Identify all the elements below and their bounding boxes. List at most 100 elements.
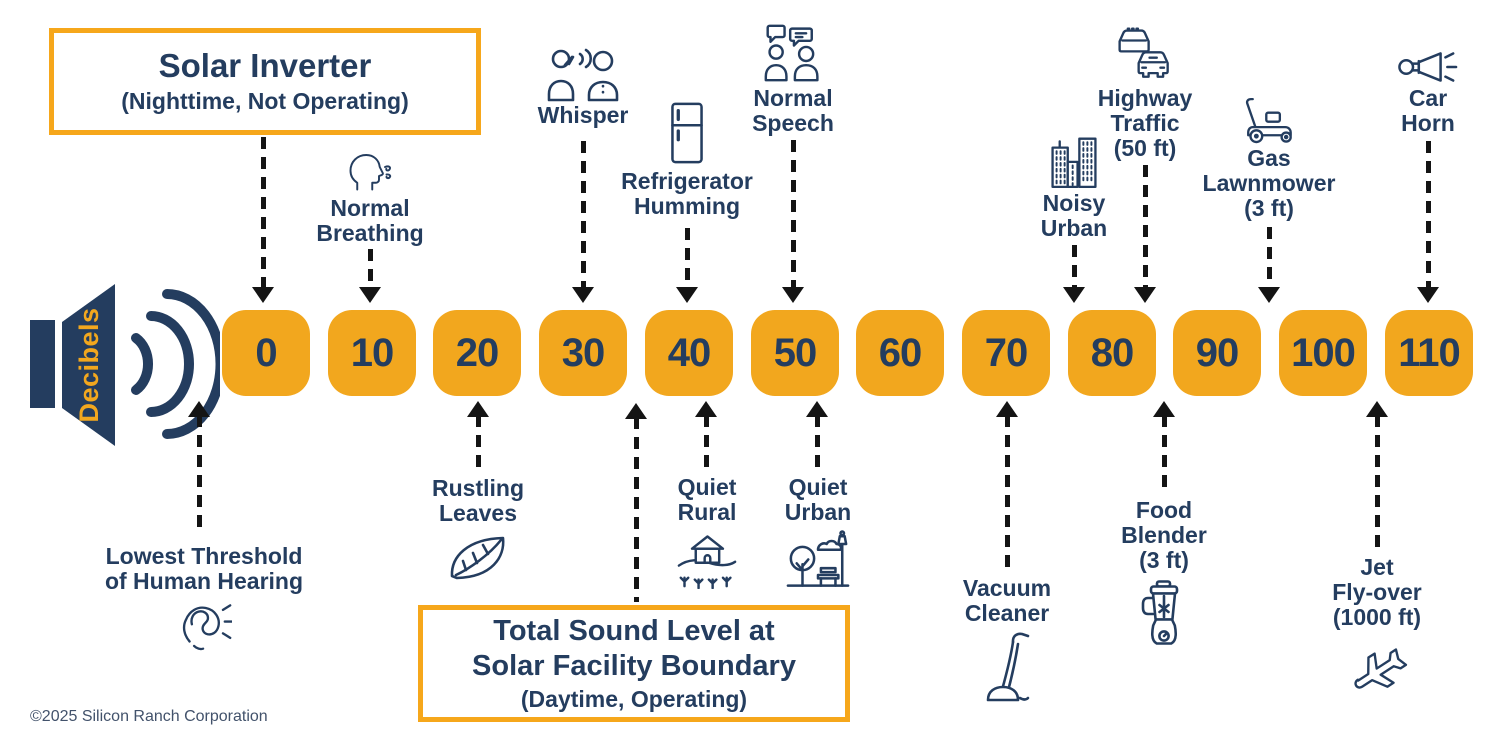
label-line: Gas <box>1247 145 1291 171</box>
normal-speech-arrow <box>782 140 804 303</box>
lowest-threshold-arrow <box>188 401 210 533</box>
label-line: Fly-over <box>1332 579 1422 605</box>
label-line: Vacuum <box>962 575 1052 601</box>
decibel-box-60: 60 <box>856 310 944 396</box>
label-line: Rustling <box>432 475 524 501</box>
noisy-urban-arrow <box>1063 245 1085 303</box>
decibel-value: 100 <box>1291 330 1356 375</box>
decibel-value: 50 <box>773 330 817 375</box>
label-line: Urban <box>1040 215 1108 241</box>
decibel-box-80: 80 <box>1068 310 1156 396</box>
decibel-box-70: 70 <box>962 310 1050 396</box>
decibel-box-90: 90 <box>1173 310 1261 396</box>
urban-park-icon <box>786 529 850 588</box>
decibel-value: 90 <box>1195 330 1239 375</box>
label-line: of Human Hearing <box>104 568 304 594</box>
decibel-value: 60 <box>878 330 922 375</box>
decibel-box-110: 110 <box>1385 310 1473 396</box>
solar-inverter-subtitle: (Nighttime, Not Operating) <box>121 87 409 114</box>
whisper-arrow <box>572 141 594 303</box>
car-horn-arrow <box>1417 141 1439 303</box>
label-line: Breathing <box>316 220 424 246</box>
label-line: Lowest Threshold <box>105 543 303 569</box>
decibel-speaker <box>25 278 226 450</box>
decibel-box-0: 0 <box>222 310 310 396</box>
breathing-face-icon <box>346 144 394 196</box>
label-line: Blender <box>1121 522 1207 548</box>
label-line: Jet <box>1360 554 1394 580</box>
decibels-label: Decibels <box>74 307 104 423</box>
gas-lawnmower-arrow <box>1258 227 1280 303</box>
label-line: Horn <box>1401 110 1455 136</box>
label-line: Quiet <box>788 474 848 500</box>
rural-house-icon <box>677 529 737 589</box>
decibel-box-30: 30 <box>539 310 627 396</box>
solar-inverter-callout: Solar Inverter (Nighttime, Not Operating… <box>49 28 481 135</box>
label-line: Humming <box>633 193 741 219</box>
label-line: Noisy <box>1042 190 1106 216</box>
label-line: (3 ft) <box>1244 195 1294 221</box>
solar-inverter-title: Solar Inverter <box>158 46 372 84</box>
label-line: (50 ft) <box>1113 135 1177 161</box>
label-line: Lawnmower <box>1202 170 1336 196</box>
label-line: (1000 ft) <box>1332 604 1422 630</box>
decibel-value: 10 <box>350 330 394 375</box>
label-line: Leaves <box>438 500 517 526</box>
label-line: Whisper <box>537 102 629 128</box>
decibel-value: 70 <box>984 330 1028 375</box>
decibel-value: 20 <box>455 330 499 375</box>
speaker-icon <box>30 284 226 446</box>
decibel-box-20: 20 <box>433 310 521 396</box>
total-sound-callout: Total Sound Level at Solar Facility Boun… <box>418 605 850 722</box>
quiet-rural-arrow <box>695 401 717 471</box>
jet-flyover-arrow <box>1366 401 1388 549</box>
label-line: Highway <box>1097 85 1193 111</box>
normal-breathing-arrow <box>359 249 381 303</box>
label-line: (3 ft) <box>1139 547 1189 573</box>
decibel-box-50: 50 <box>751 310 839 396</box>
refrigerator-humming-arrow <box>676 228 698 303</box>
label-line: Refrigerator <box>621 168 753 194</box>
leaf-icon <box>445 529 511 583</box>
lawnmower-icon <box>1241 94 1297 144</box>
whisper-people-icon <box>545 46 621 102</box>
label-line: Normal <box>753 85 833 111</box>
food-blender-arrow <box>1153 401 1175 493</box>
solar-inverter-arrow <box>252 137 274 303</box>
label-line: Traffic <box>1110 110 1180 136</box>
label-line: Quiet <box>677 474 737 500</box>
vacuum-cleaner-arrow <box>996 401 1018 571</box>
label-line: Rural <box>677 499 737 525</box>
jet-icon <box>1345 632 1409 696</box>
label-line: Normal <box>330 195 410 221</box>
decibel-box-40: 40 <box>645 310 733 396</box>
label-line: Urban <box>784 499 852 525</box>
copyright-text: ©2025 Silicon Ranch Corporation <box>30 708 268 725</box>
label-line: Speech <box>752 110 834 136</box>
highway-traffic-arrow <box>1134 165 1156 303</box>
decibel-box-10: 10 <box>328 310 416 396</box>
quiet-urban-arrow <box>806 401 828 471</box>
vacuum-icon <box>980 626 1034 704</box>
total-sound-line2: Solar Facility Boundary <box>472 650 796 683</box>
label-line: Car <box>1408 85 1448 111</box>
rustling-leaves-arrow <box>467 401 489 473</box>
total-sound-line1: Total Sound Level at <box>493 614 775 647</box>
total-sound-subtitle: (Daytime, Operating) <box>520 685 748 712</box>
total-sound-arrow <box>625 403 647 602</box>
decibel-value: 40 <box>667 330 711 375</box>
ear-icon <box>176 598 232 656</box>
